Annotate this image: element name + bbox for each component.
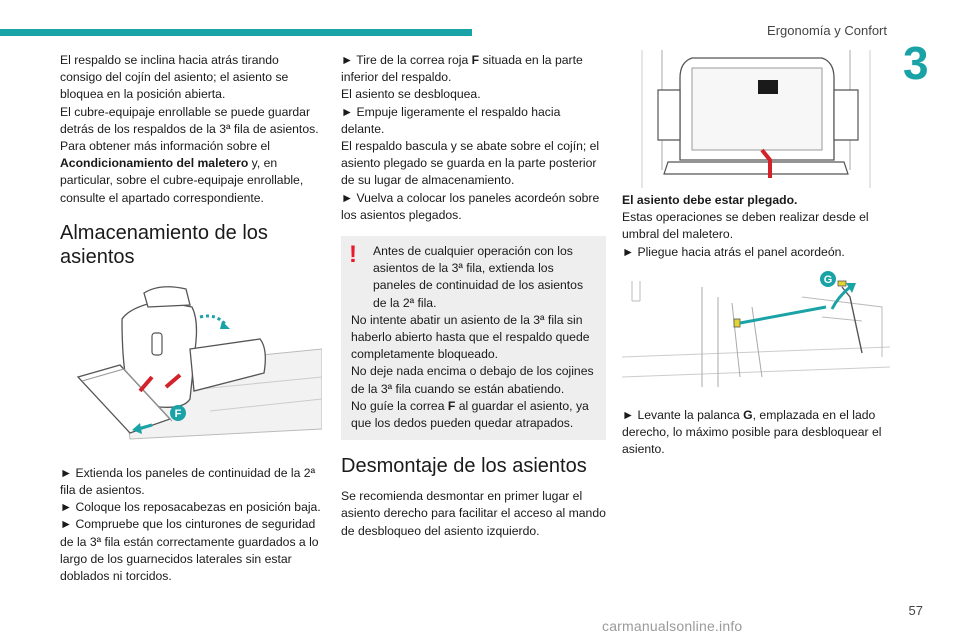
warning-text: No deje nada encima o debajo de los coji… <box>351 364 594 396</box>
column-2: ► Tire de la correa roja F situada en la… <box>341 52 606 540</box>
folded-seat-svg <box>641 50 871 188</box>
text: ► Levante la palanca <box>622 407 744 422</box>
header-accent-bar <box>0 29 472 36</box>
paragraph: El cubre-equipaje enrollable se puede gu… <box>60 104 319 136</box>
lever-svg: G <box>621 270 891 387</box>
step: ► Tire de la correa roja F situada en la… <box>341 52 606 86</box>
warning-icon: ! <box>349 241 357 269</box>
bold-term: G <box>743 407 753 422</box>
heading-line: asientos <box>60 245 135 268</box>
folded-seat-illustration <box>622 50 890 188</box>
paragraph: El respaldo bascula y se abate sobre el … <box>341 139 600 188</box>
paragraph: Para obtener más información sobre el Ac… <box>60 138 322 207</box>
bold-term: F <box>447 398 456 413</box>
step: ► Levante la palanca G, emplazada en el … <box>622 407 890 459</box>
step: ► Empuje ligeramente el respaldo hacia d… <box>341 104 561 136</box>
text: ► Tire de la correa roja <box>341 53 472 67</box>
paragraph: El asiento se desbloquea. <box>341 87 481 102</box>
warning-text: No guíe la correa F al guardar el asient… <box>351 398 596 432</box>
paragraph: Estas operaciones se deben realizar desd… <box>622 210 869 242</box>
seat-folding-illustration: F <box>60 279 323 449</box>
step: ► Extienda los paneles de continuidad de… <box>60 465 316 498</box>
text: No guíe la correa <box>351 398 448 413</box>
figure-label-g: G <box>824 274 833 286</box>
section-title: Ergonomía y Confort <box>767 23 887 38</box>
column-3: El asiento debe estar plegado. Estas ope… <box>621 192 891 459</box>
figure-label-f: F <box>175 408 182 420</box>
paragraph: El respaldo se inclina hacia atrás tiran… <box>60 53 289 102</box>
text: Para obtener más información sobre el <box>60 139 271 154</box>
warning-text: Antes de cualquier operación con los asi… <box>373 244 584 310</box>
step: ► Compruebe que los cinturones de seguri… <box>60 517 319 584</box>
step: ► Vuelva a colocar los paneles acordeón … <box>341 190 600 222</box>
step: ► Coloque los reposacabezas en posición … <box>60 500 321 515</box>
watermark: carmanualsonline.info <box>602 618 743 634</box>
bold-line: El asiento debe estar plegado. <box>622 193 798 207</box>
page-number: 57 <box>908 603 923 618</box>
text: y, en particular, sobre el cubre-equipaj… <box>60 156 304 205</box>
text: al guardar el asiento, ya que los dedos … <box>351 398 589 431</box>
seat-illustration-svg: F <box>76 285 323 440</box>
section-heading: Almacenamiento de los asientos <box>60 221 322 269</box>
bold-term: F <box>471 53 480 67</box>
text: , emplazada en el lado derecho, lo máxim… <box>622 407 882 457</box>
chapter-number: 3 <box>903 37 929 89</box>
lever-illustration: G <box>621 267 891 397</box>
heading-line: Almacenamiento de los <box>60 221 268 244</box>
paragraph: Se recomienda desmontar en primer lugar … <box>341 489 606 538</box>
section-heading: Desmontaje de los asientos <box>341 455 587 478</box>
warning-text: No intente abatir un asiento de la 3ª fi… <box>351 312 590 362</box>
step: ► Pliegue hacia atrás el panel acordeón. <box>622 244 845 259</box>
bold-term: Acondicionamiento del maletero <box>60 156 249 171</box>
text: situada en la parte inferior del respald… <box>341 53 583 85</box>
column-1: El respaldo se inclina hacia atrás tiran… <box>60 52 323 585</box>
warning-box: ! Antes de cualquier operación con los a… <box>341 236 606 441</box>
